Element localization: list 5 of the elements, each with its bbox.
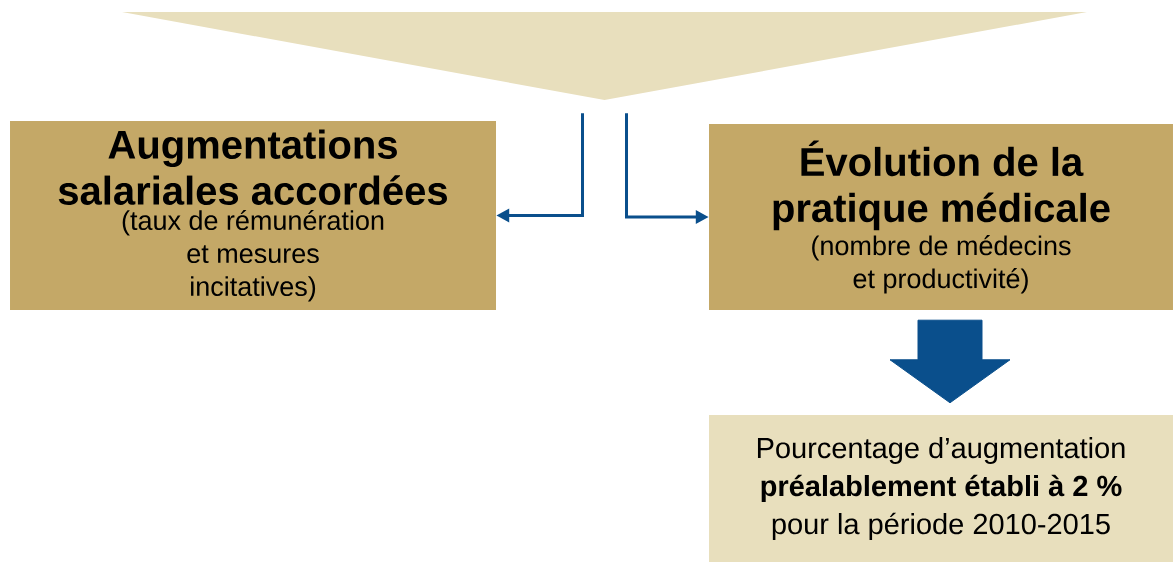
- triangle-shape: [122, 12, 1087, 100]
- result-box: Pourcentage d’augmentation préalablement établi à 2 % pour la période 2010-2015: [709, 415, 1173, 562]
- heading-box: Augmentations salariales accordées (taux de rémunération et mesures incitatives): [10, 121, 496, 310]
- block-arrow: [889, 319, 1011, 404]
- heading-box: Évolution de la pratique médicale (nombre de médecins et productivité): [709, 124, 1173, 310]
